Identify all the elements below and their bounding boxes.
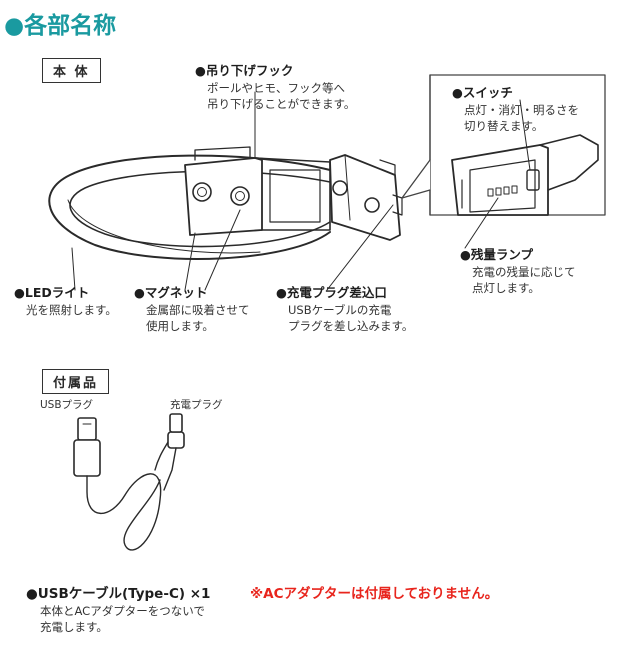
cable-callout: ●USBケーブル(Type-C) ×1 本体とACアダプターをつないで 充電しま… xyxy=(26,582,210,636)
battery-box-drawing xyxy=(329,154,403,241)
charge-plug-label: 充電プラグ xyxy=(170,399,223,411)
led-light-desc-1: 光を照射します。 xyxy=(26,303,117,317)
charge-port-title: ●充電プラグ差込口 xyxy=(276,285,387,300)
main-unit-label: 本 体 xyxy=(42,58,101,83)
usb-plug-label: USBプラグ xyxy=(40,399,94,411)
page-title: ●各部名称 xyxy=(4,13,117,39)
cable-title: ●USBケーブル(Type-C) ×1 xyxy=(26,586,211,602)
switch-closeup-drawing xyxy=(451,99,599,249)
cable-desc-2: 充電します。 xyxy=(40,620,108,634)
battery-lamp-title: ●残量ランプ xyxy=(460,247,534,262)
usb-cable-drawing xyxy=(73,413,185,551)
cable-desc-1: 本体とACアダプターをつないで xyxy=(40,604,205,618)
switch-callout: ●スイッチ 点灯・消灯・明るさを 切り替えます。 xyxy=(452,82,579,135)
charge-port-callout: ●充電プラグ差込口 USBケーブルの充電 プラグを差し込みます。 xyxy=(276,282,413,335)
hook-desc-1: ポールやヒモ、フック等へ xyxy=(207,81,345,95)
magnet-desc-2: 使用します。 xyxy=(146,319,214,333)
ac-adapter-note: ※ACアダプターは付属しておりません。 xyxy=(250,586,499,602)
charge-port-desc-2: プラグを差し込みます。 xyxy=(288,319,414,333)
hook-desc-2: 吊り下げることができます。 xyxy=(207,97,356,111)
magnet-callout: ●マグネット 金属部に吸着させて 使用します。 xyxy=(134,282,250,335)
switch-desc-2: 切り替えます。 xyxy=(464,119,544,133)
battery-lamp-callout: ●残量ランプ 充電の残量に応じて 点灯します。 xyxy=(460,244,576,297)
led-light-callout: ●LEDライト 光を照射します。 xyxy=(14,282,117,319)
hook-callout: ●吊り下げフック ポールやヒモ、フック等へ 吊り下げることができます。 xyxy=(195,60,355,113)
switch-title: ●スイッチ xyxy=(452,85,513,100)
magnet-title: ●マグネット xyxy=(134,285,208,300)
hook-title: ●吊り下げフック xyxy=(195,63,294,78)
accessory-label: 付属品 xyxy=(42,369,110,394)
battery-lamp-desc-1: 充電の残量に応じて xyxy=(472,265,576,279)
switch-desc-1: 点灯・消灯・明るさを xyxy=(464,103,579,117)
charge-port-desc-1: USBケーブルの充電 xyxy=(288,303,392,317)
battery-lamp-desc-2: 点灯します。 xyxy=(472,281,540,295)
magnet-desc-1: 金属部に吸着させて xyxy=(146,303,250,317)
led-light-title: ●LEDライト xyxy=(14,285,90,300)
led-housing-drawing xyxy=(184,146,331,236)
